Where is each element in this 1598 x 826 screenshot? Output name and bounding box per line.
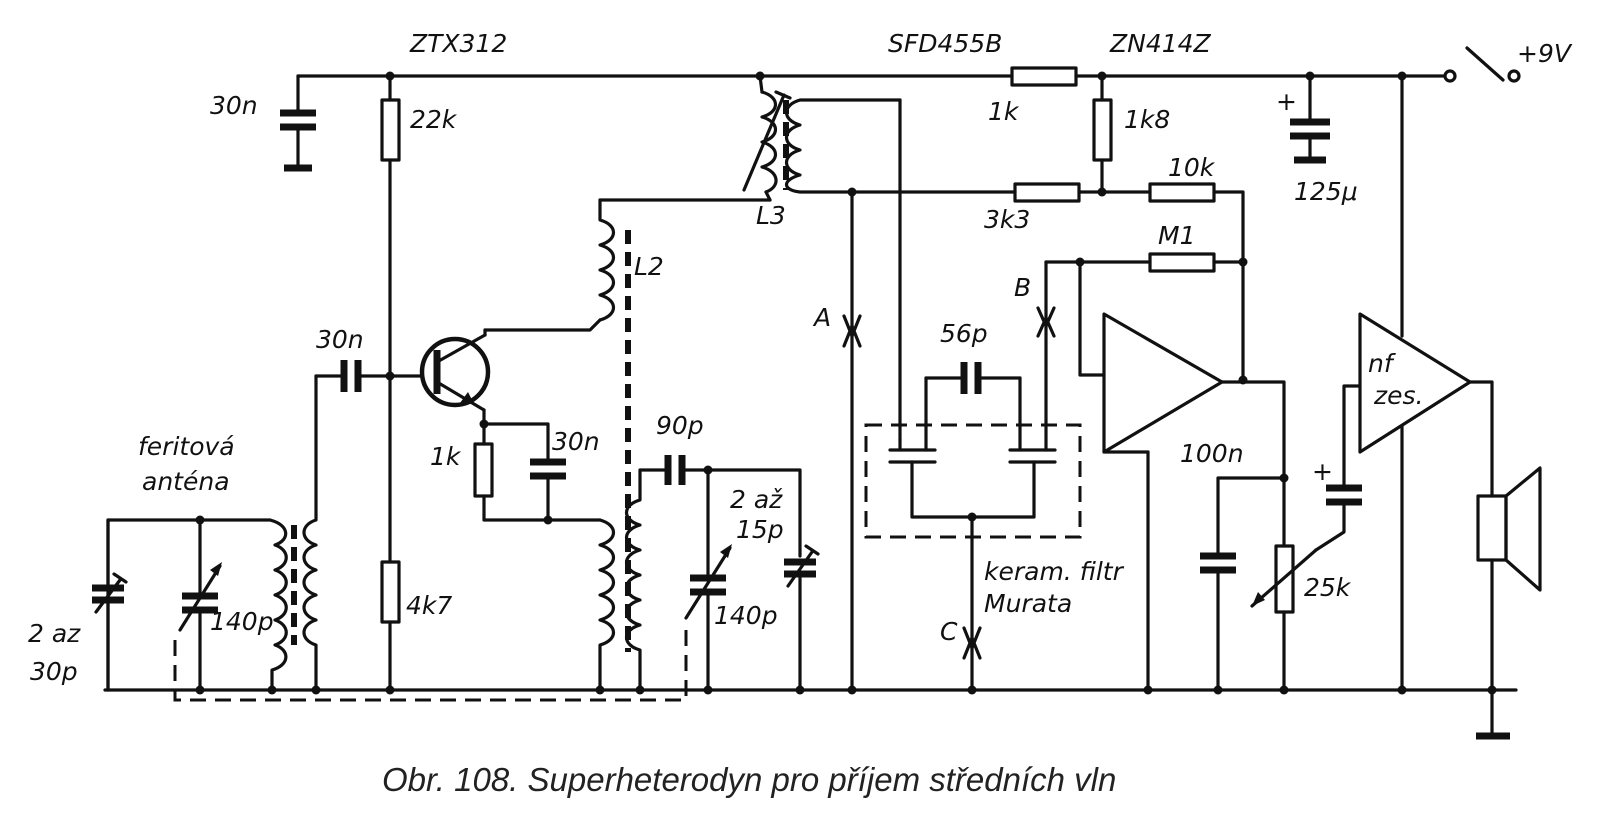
r-3k3-label: 3k3 xyxy=(984,205,1030,234)
capacitor-100n xyxy=(1200,476,1286,692)
r-1k-supply-label: 1k xyxy=(988,97,1020,126)
oscillator-coil-l2 xyxy=(483,198,772,692)
potentiometer-25k xyxy=(1250,476,1318,692)
c-56p-label: 56p xyxy=(940,319,988,348)
test-point-b xyxy=(1036,306,1056,338)
l3-label: L3 xyxy=(756,201,786,230)
trimmer-2az30p xyxy=(92,518,272,692)
loudspeaker xyxy=(1476,466,1542,740)
c-30n-top-label: 30n xyxy=(210,91,258,120)
amp-label-1: nf xyxy=(1368,349,1396,378)
resistor-1k8 xyxy=(1092,74,1113,194)
pot-25k-label: 25k xyxy=(1304,573,1352,602)
capacitor-90p xyxy=(664,455,802,558)
r-4k7-label: 4k7 xyxy=(406,591,452,620)
l2-label: L2 xyxy=(634,252,664,281)
c-140p-osc-label: 140p xyxy=(714,601,778,630)
test-point-c xyxy=(962,626,982,660)
trim-2az15p-label-1: 2 až xyxy=(730,485,783,514)
capacitor-56p xyxy=(924,362,1022,394)
test-point-a xyxy=(842,190,862,692)
if-transformer-l3 xyxy=(742,74,1017,442)
resistor-1k-supply xyxy=(1010,66,1078,87)
resistor-3k3 xyxy=(1013,182,1152,203)
resistor-4k7 xyxy=(380,560,401,692)
c-30n-emitter-label: 30n xyxy=(552,427,600,456)
audio-amplifier xyxy=(1358,74,1494,692)
point-a-label: A xyxy=(812,303,831,332)
trim-2az30p-label-1: 2 az xyxy=(28,619,81,648)
label-140p-antenna: 140p xyxy=(210,607,274,636)
resistor-22k xyxy=(380,74,401,564)
trimmer-2az15p xyxy=(784,544,820,692)
trim-2az30p-label-2: 30p xyxy=(30,657,78,686)
ic-label: ZN414Z xyxy=(1109,29,1212,58)
filter-label-1: keram. filtr xyxy=(984,557,1125,586)
point-b-label: B xyxy=(1014,273,1031,302)
transistor-label: ZTX312 xyxy=(409,29,507,58)
plus-125u: + xyxy=(1276,87,1297,116)
coupling-capacitor xyxy=(1314,384,1362,552)
ferrite-antenna-coil xyxy=(268,374,318,692)
junction-dots xyxy=(195,71,1497,695)
capacitor-30n-emitter xyxy=(482,422,566,522)
amp-label-2: zes. xyxy=(1373,381,1423,410)
capacitor-30n-input xyxy=(314,360,422,392)
r-22k-label: 22k xyxy=(410,105,458,134)
trim-2az15p-label-2: 15p xyxy=(736,515,784,544)
c-125u-label: 125μ xyxy=(1294,177,1358,206)
point-c-label: C xyxy=(940,617,958,646)
power-switch xyxy=(1443,46,1521,83)
r-m1-label: M1 xyxy=(1158,221,1195,250)
variable-capacitor-140p-osc xyxy=(684,468,732,692)
supply-label: +9V xyxy=(1517,39,1573,68)
figure-caption: Obr. 108. Superheterodyn pro příjem stře… xyxy=(382,761,1116,798)
plus-coupling: + xyxy=(1312,457,1333,486)
c-30n-input-label: 30n xyxy=(316,325,364,354)
c-90p-label: 90p xyxy=(656,411,704,440)
resistor-m1 xyxy=(1044,252,1245,377)
filter-type-label: SFD455B xyxy=(888,29,1002,58)
capacitor-30n-top xyxy=(280,74,316,172)
variable-capacitor-140p-antenna xyxy=(178,518,222,692)
antenna-label-2: anténa xyxy=(142,467,230,496)
r-10k-label: 10k xyxy=(1168,153,1216,182)
r-1k-emitter-label: 1k xyxy=(430,442,462,471)
filter-label-2: Murata xyxy=(984,589,1072,618)
resistor-10k xyxy=(1148,182,1245,382)
capacitor-125u xyxy=(1290,74,1330,164)
antenna-label-1: feritová xyxy=(138,432,235,461)
c-100n-label: 100n xyxy=(1180,439,1244,468)
r-1k8-label: 1k8 xyxy=(1124,105,1170,134)
transistor-ztx312 xyxy=(419,333,491,412)
zn414z-amplifier xyxy=(1102,312,1286,692)
gang-tuning-link xyxy=(173,628,688,702)
